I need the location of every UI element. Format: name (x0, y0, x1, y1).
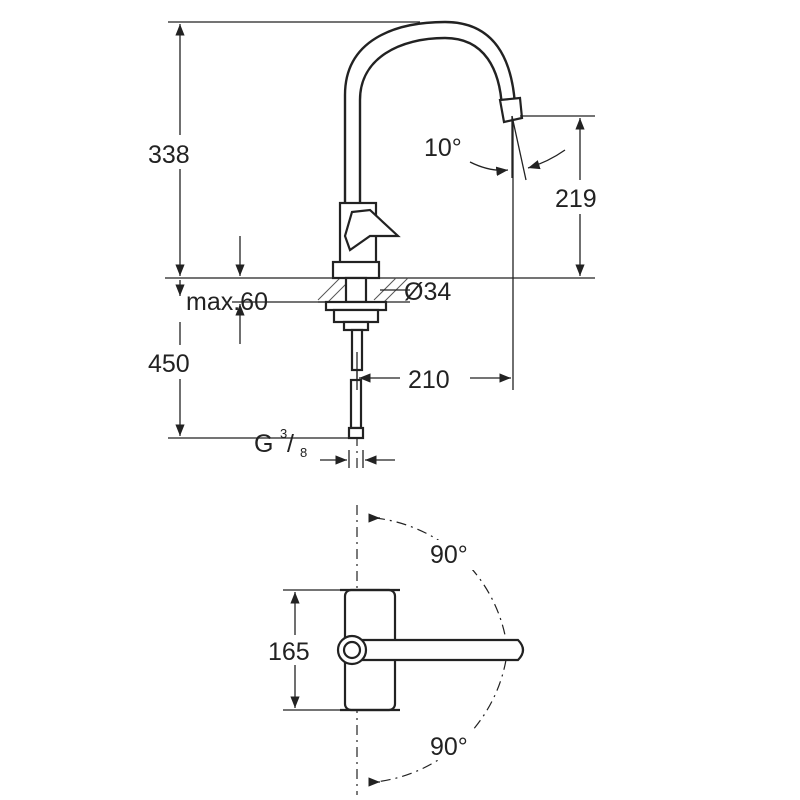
rotation-bottom-label: 90° (430, 733, 468, 761)
rotation-top-label: 90° (430, 541, 468, 569)
thread-num: 3 (280, 426, 287, 441)
dim-165-label: 165 (268, 638, 310, 666)
top-spout (356, 638, 525, 662)
thread-den: 8 (300, 445, 307, 460)
thread-slash: / (287, 430, 294, 458)
faucet-body (324, 20, 524, 470)
diameter-label: Ø34 (404, 278, 451, 306)
max-60-label: max.60 (186, 288, 268, 316)
side-view: 338 219 10° Ø34 max.60 450 210 (140, 20, 612, 470)
dim-210-label: 210 (408, 366, 450, 394)
top-view: 165 90° 90° (265, 505, 525, 795)
angle-10-label: 10° (424, 134, 462, 162)
dim-450-label: 450 (148, 350, 190, 378)
thread-g-label: G (254, 430, 273, 458)
dim-338-label: 338 (148, 141, 190, 169)
angle-ref-line (511, 115, 527, 181)
dim-219-label: 219 (555, 185, 597, 213)
